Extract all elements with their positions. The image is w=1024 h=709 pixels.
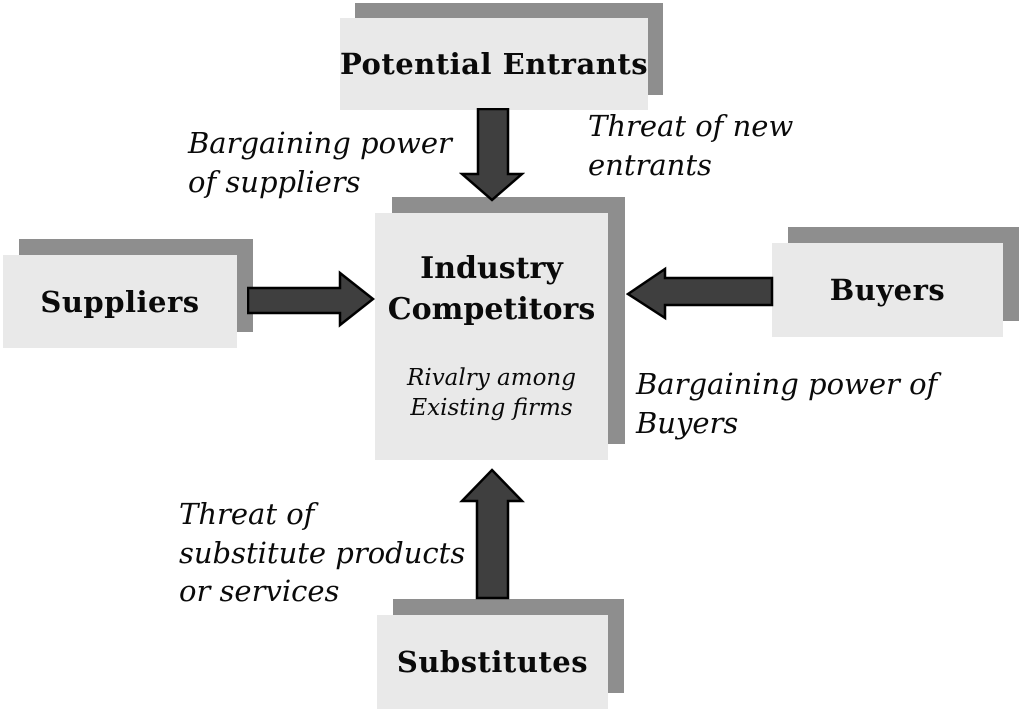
node-substitutes: Substitutes xyxy=(377,599,624,709)
node-buyers: Buyers xyxy=(772,227,1019,337)
node-label-industry-competitors: Industry Competitors xyxy=(387,251,596,327)
node-face: Substitutes xyxy=(377,615,608,709)
right-arrow-icon xyxy=(247,270,376,328)
node-face: Industry Competitors Rivalry among Exist… xyxy=(375,213,608,460)
annotation-substitute-threat: Threat of substitute products or service… xyxy=(179,497,466,609)
annotation-buyer-power: Bargaining power of Buyers xyxy=(636,367,938,440)
node-label-substitutes: Substitutes xyxy=(396,645,589,679)
left-arrow-icon xyxy=(626,266,774,321)
node-face: Buyers xyxy=(772,243,1003,337)
node-label-potential-entrants: Potential Entrants xyxy=(339,47,649,81)
node-potential-entrants: Potential Entrants xyxy=(340,3,663,110)
node-label-buyers: Buyers xyxy=(829,273,946,307)
annotation-supplier-power: Bargaining power of suppliers xyxy=(188,126,452,199)
node-suppliers: Suppliers xyxy=(3,239,253,348)
down-arrow-icon xyxy=(459,108,525,202)
node-face: Potential Entrants xyxy=(340,18,648,110)
up-arrow-icon xyxy=(459,468,525,600)
node-sublabel-rivalry: Rivalry among Existing firms xyxy=(407,365,576,421)
annotation-new-entrants-threat: Threat of new entrants xyxy=(588,109,794,182)
node-industry-competitors: Industry Competitors Rivalry among Exist… xyxy=(375,197,625,460)
node-label-suppliers: Suppliers xyxy=(40,284,200,319)
node-face: Suppliers xyxy=(3,255,237,348)
